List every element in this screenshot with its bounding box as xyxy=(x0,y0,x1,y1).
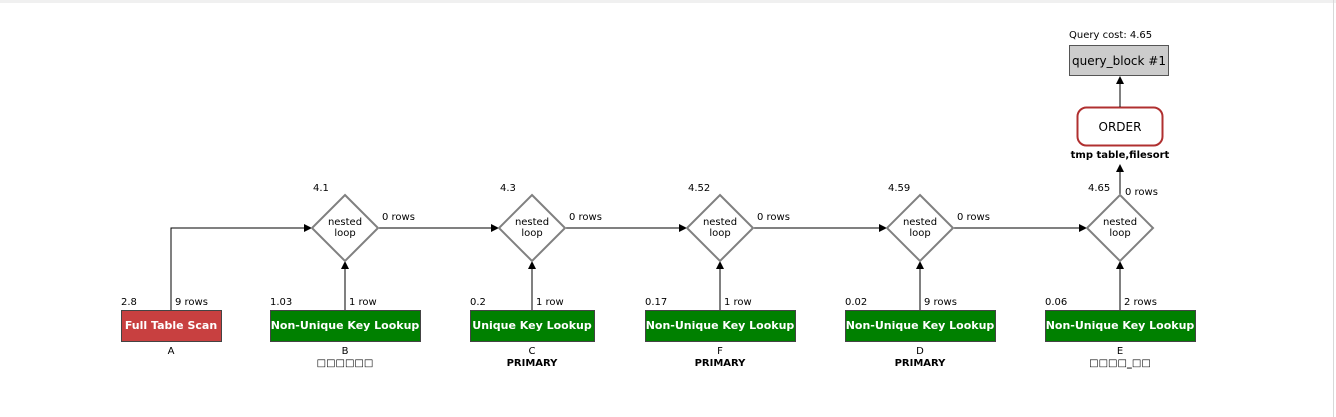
nested-loop-label-line2: loop xyxy=(334,228,355,239)
table-access-box[interactable] xyxy=(1045,310,1196,342)
table-alias: B xyxy=(342,346,349,357)
nested-loop-label-line1: nested xyxy=(703,217,737,228)
nested-loop-diamond[interactable] xyxy=(685,193,755,263)
nested-loop-cost: 4.52 xyxy=(688,183,710,194)
nested-loop-rows: 0 rows xyxy=(757,212,790,223)
query-block-label: query_block #1 xyxy=(1072,54,1166,68)
query-block-box[interactable] xyxy=(1069,45,1169,76)
table-access-box[interactable] xyxy=(645,310,796,342)
table-access-label: Full Table Scan xyxy=(125,319,217,332)
nested-loop-diamond[interactable] xyxy=(1085,193,1155,263)
nested-loop-rows: 0 rows xyxy=(382,212,415,223)
nested-loop-cost: 4.65 xyxy=(1088,183,1110,194)
table-cost: 0.06 xyxy=(1045,297,1067,308)
table-rows: 9 rows xyxy=(924,297,957,308)
nested-loop-diamond[interactable] xyxy=(497,193,567,263)
query-cost-label: Query cost: 4.65 xyxy=(1069,30,1152,41)
nested-loop-rows: 0 rows xyxy=(569,212,602,223)
query-block-node[interactable]: Query cost: 4.65 query_block #1 xyxy=(1069,30,1169,76)
table-key: □□□□□□ xyxy=(317,358,374,369)
table-rows: 1 row xyxy=(536,297,564,308)
nested-loop-diamond[interactable] xyxy=(885,193,955,263)
table-cost: 0.17 xyxy=(645,297,667,308)
nested-loop-cost: 4.3 xyxy=(500,183,516,194)
table-alias: F xyxy=(717,346,723,357)
nested-loop-label-line1: nested xyxy=(1103,217,1137,228)
order-box[interactable] xyxy=(1076,106,1164,147)
table-rows: 1 row xyxy=(724,297,752,308)
table-cost: 1.03 xyxy=(270,297,292,308)
table-access-label: Non-Unique Key Lookup xyxy=(846,319,995,332)
table-access-box[interactable] xyxy=(270,310,421,342)
nested-loop-diamond[interactable] xyxy=(310,193,380,263)
table-access-box[interactable] xyxy=(121,310,222,342)
table-rows: 9 rows xyxy=(175,297,208,308)
nested-loop-label-line1: nested xyxy=(515,217,549,228)
top-strip xyxy=(0,0,1336,3)
table-access-label: Unique Key Lookup xyxy=(472,319,592,332)
nested-loop-label-line2: loop xyxy=(709,228,730,239)
order-input-rows: 0 rows xyxy=(1125,187,1158,198)
table-access-box[interactable] xyxy=(845,310,996,342)
table-cost: 0.2 xyxy=(470,297,486,308)
nested-loop-cost: 4.1 xyxy=(313,183,329,194)
nested-loop-label-line2: loop xyxy=(521,228,542,239)
nested-loop-label-line2: loop xyxy=(1109,228,1130,239)
table-alias: E xyxy=(1117,346,1123,357)
table-key: □□□□_□□ xyxy=(1089,358,1151,369)
nested-loop-label-line1: nested xyxy=(328,217,362,228)
table-cost: 2.8 xyxy=(121,297,137,308)
nested-loop-cost: 4.59 xyxy=(888,183,910,194)
table-rows: 2 rows xyxy=(1124,297,1157,308)
order-sublabel: tmp table,filesort xyxy=(1071,150,1170,161)
table-alias: C xyxy=(529,346,536,357)
table-key: PRIMARY xyxy=(507,358,559,369)
table-key: PRIMARY xyxy=(695,358,747,369)
table-access-box[interactable] xyxy=(470,310,595,342)
order-node[interactable]: ORDER tmp table,filesort xyxy=(1071,106,1170,162)
nested-loop-label-line1: nested xyxy=(903,217,937,228)
table-cost: 0.02 xyxy=(845,297,867,308)
table-rows: 1 row xyxy=(349,297,377,308)
table-alias: D xyxy=(916,346,924,357)
link-table-a-to-loop xyxy=(170,224,312,310)
order-label: ORDER xyxy=(1099,120,1142,134)
nested-loop-rows: 0 rows xyxy=(957,212,990,223)
nested-loop-label-line2: loop xyxy=(909,228,930,239)
table-access-label: Non-Unique Key Lookup xyxy=(646,319,795,332)
table-alias: A xyxy=(168,346,175,357)
table-access-label: Non-Unique Key Lookup xyxy=(1046,319,1195,332)
table-access-label: Non-Unique Key Lookup xyxy=(271,319,420,332)
links-layer xyxy=(170,164,1124,310)
table-key: PRIMARY xyxy=(895,358,947,369)
